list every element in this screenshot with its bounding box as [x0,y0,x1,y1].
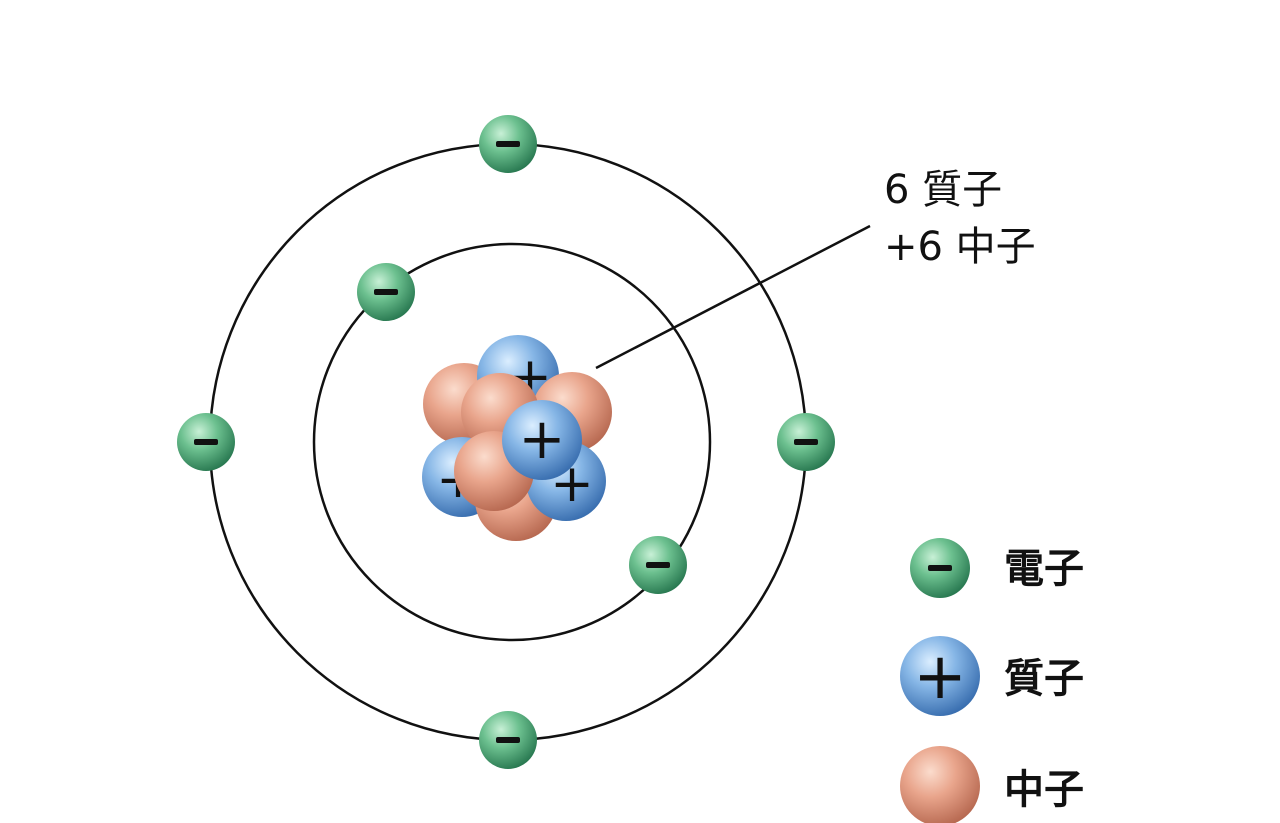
annotation-line-2: +6 中子 [884,224,1036,270]
annotation-line-1: 6 質子 [884,167,1002,213]
legend-label-neutron: 中子 [1004,767,1084,813]
legend-item-proton: + 質子 [900,636,1084,716]
legend-label-proton: 質子 [1004,656,1084,702]
annotation-leader-line [595,224,871,370]
electron [479,711,537,769]
legend-item-neutron: 中子 [900,746,1084,823]
svg-text:+: + [913,640,967,714]
svg-text:+: + [519,407,566,472]
legend: 電子 + 質子 中子 [900,538,1084,823]
electron [777,413,835,471]
electron [629,536,687,594]
legend-proton-icon [900,636,980,716]
electron [177,413,235,471]
legend-label-electron: 電子 [1004,546,1084,592]
legend-neutron-icon [900,746,980,823]
electron [357,263,415,321]
proton: + [502,400,582,480]
electron [479,115,537,173]
legend-item-electron: 電子 [910,538,1084,598]
nucleus: + + + + [422,335,612,541]
inner-orbit [312,242,712,642]
